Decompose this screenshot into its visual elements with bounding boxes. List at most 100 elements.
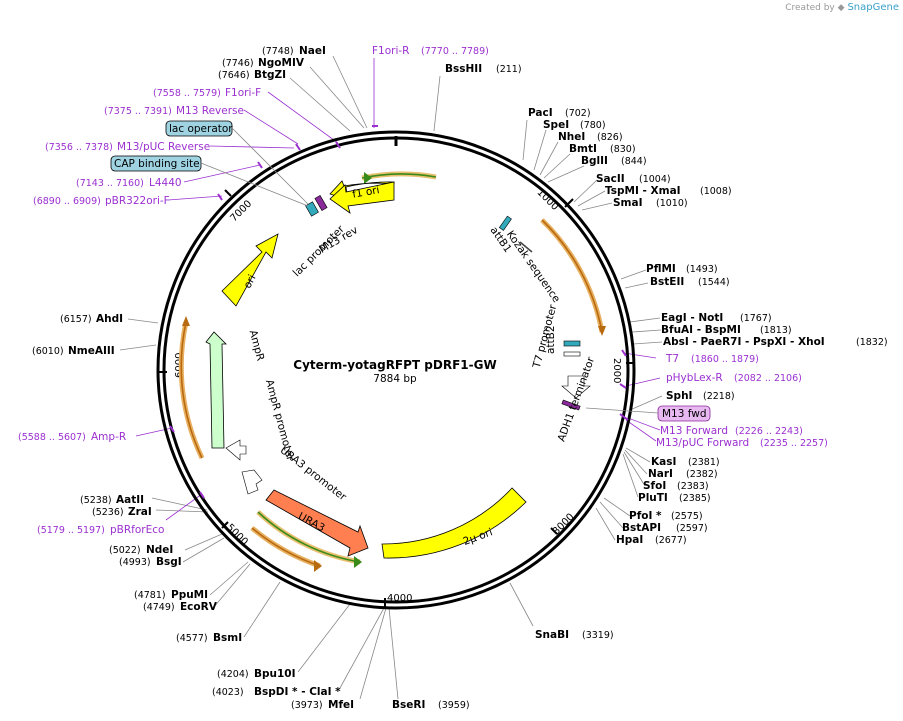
m13-fwd-mark: [561, 399, 581, 411]
enzyme-position: (2382): [686, 469, 718, 480]
enzyme-name: BspDI * - ClaI *: [254, 686, 341, 698]
enzyme-position: (7746): [222, 58, 254, 69]
enzyme-name: NarI: [648, 468, 673, 480]
enzyme-position: (1544): [698, 277, 730, 288]
enzyme-position: (4749): [143, 602, 175, 613]
enzyme-position: (5022): [109, 545, 141, 556]
feature-label-lac-promoter: lac promoter: [291, 223, 347, 279]
primer-name: F1ori-F: [225, 87, 261, 99]
enzyme-name: BglII: [581, 155, 608, 167]
feature-label-ampr: AmpR: [247, 329, 267, 362]
enzyme-name: PacI: [528, 107, 553, 119]
boxed-label-lac-operator: lac operator: [169, 123, 233, 135]
lac-operator-mark: [305, 201, 319, 217]
tick-label-2000: 2000: [611, 358, 622, 383]
adh1-terminator-shape: [561, 375, 591, 399]
enzyme-name: ZraI: [128, 506, 152, 518]
enzyme-position: (4023): [212, 687, 244, 698]
boxed-label-m13-fwd: M13 fwd: [662, 408, 707, 420]
primer-position: (5588 .. 5607): [18, 432, 86, 443]
enzyme-position: (1010): [656, 198, 688, 209]
feature-label-ura3-promoter: URA3 promoter: [278, 444, 349, 503]
enzyme-name: BsgI: [156, 556, 182, 568]
enzyme-position: (702): [565, 108, 591, 119]
tick-label-4000: 4000: [387, 593, 412, 604]
tick-label-7000: 7000: [229, 198, 255, 224]
enzyme-name: SnaBI: [535, 629, 569, 641]
enzyme-name: PpuMI: [171, 589, 208, 601]
enzyme-position: (780): [580, 120, 606, 131]
enzyme-position: (5238): [80, 495, 112, 506]
feature-label-attb2: attB2: [545, 325, 557, 354]
primer-marks: [169, 125, 629, 499]
feature-label-kozak: Kozak sequence: [504, 229, 562, 305]
tick-label-1000: 1000: [535, 187, 561, 213]
enzyme-name: MfeI: [328, 699, 354, 711]
enzyme-position: (1813): [760, 325, 792, 336]
ampr-arrow: [205, 331, 227, 449]
f1-ori-body: [329, 181, 395, 214]
enzyme-name: TspMI - XmaI: [605, 185, 681, 197]
enzyme-name: NgoMIV: [258, 57, 305, 69]
enzyme-labels: (7748) NaeI (7746) NgoMIV (7646) BtgZI B…: [32, 45, 888, 711]
primer-name: pHybLex-R: [666, 372, 723, 384]
enzyme-position: (3959): [438, 700, 470, 711]
enzyme-position: (826): [597, 132, 623, 143]
enzyme-name: NheI: [558, 131, 585, 143]
enzyme-position: (2385): [679, 493, 711, 504]
primer-name: M13/pUC Reverse: [117, 141, 210, 153]
primer-name: Amp-R: [91, 431, 126, 443]
enzyme-position: (6010): [32, 346, 64, 357]
boxed-label-cap-binding-site: CAP binding site: [114, 158, 200, 170]
enzyme-name: NaeI: [299, 45, 326, 57]
enzyme-position: (4993): [119, 557, 151, 568]
primer-name: L4440: [149, 177, 182, 189]
tick-label-5000: 5000: [224, 522, 250, 548]
ori-arrow: [221, 233, 279, 307]
enzyme-name: SmaI: [613, 197, 643, 209]
enzyme-name: AbsI - PaeR7I - PspXI - XhoI: [663, 336, 825, 348]
primer-name: T7: [665, 353, 679, 365]
enzyme-name: SphI: [666, 390, 692, 402]
enzyme-name: NmeAIII: [68, 345, 115, 357]
ura3-promoter-shape: [241, 469, 263, 495]
enzyme-name: BseRI: [392, 699, 425, 711]
enzyme-name: SpeI: [543, 119, 569, 131]
plasmid-name: Cyterm-yotagRFPT pDRF1-GW: [293, 358, 496, 372]
enzyme-position: (2677): [655, 535, 687, 546]
enzyme-position: (2383): [677, 481, 709, 492]
enzyme-name: BsmI: [213, 632, 242, 644]
m13-rev-mark: [314, 195, 328, 211]
primer-name: M13 Forward: [660, 425, 728, 437]
primer-name: M13 Reverse: [176, 105, 244, 117]
enzyme-name: EagI - NotI: [661, 312, 723, 324]
enzyme-name: AatII: [116, 494, 144, 506]
enzyme-position: (2597): [676, 523, 708, 534]
credit-prefix: Created by: [785, 3, 835, 13]
enzyme-name: Bpu10I: [254, 668, 296, 680]
enzyme-name: SfoI: [643, 480, 666, 492]
snapgene-credit: Created by ◆ SnapGene: [785, 2, 899, 13]
enzyme-name: BstAPI: [622, 522, 661, 534]
orf-arrowheads: [182, 172, 606, 572]
enzyme-position: (830): [610, 144, 636, 155]
feature-label-adh1-terminator: ADH1 terminator: [556, 355, 598, 443]
enzyme-position: (2218): [703, 391, 735, 402]
primer-position: (7143 .. 7160): [76, 178, 144, 189]
primer-position: (1860 .. 1879): [691, 354, 759, 365]
primer-labels: F1ori-R (7770 .. 7789) (7558 .. 7579) F1…: [18, 45, 828, 536]
feature-shapes: [205, 180, 527, 559]
enzyme-name: AhdI: [96, 313, 123, 325]
enzyme-name: HpaI: [616, 534, 643, 546]
enzyme-name: KasI: [651, 456, 676, 468]
plasmid-length: 7884 bp: [373, 373, 417, 385]
ura3-arrow: [265, 489, 369, 557]
enzyme-name: BstEII: [650, 276, 684, 288]
enzyme-position: (4781): [134, 590, 166, 601]
primer-position: (5179 .. 5197): [37, 525, 105, 536]
enzyme-position: (211): [496, 64, 522, 75]
kozak-mark: [519, 241, 533, 253]
primer-leader-lines: [135, 58, 661, 521]
credit-brand: SnapGene: [847, 2, 899, 13]
feature-label-f1-ori: f1 ori: [351, 184, 380, 201]
